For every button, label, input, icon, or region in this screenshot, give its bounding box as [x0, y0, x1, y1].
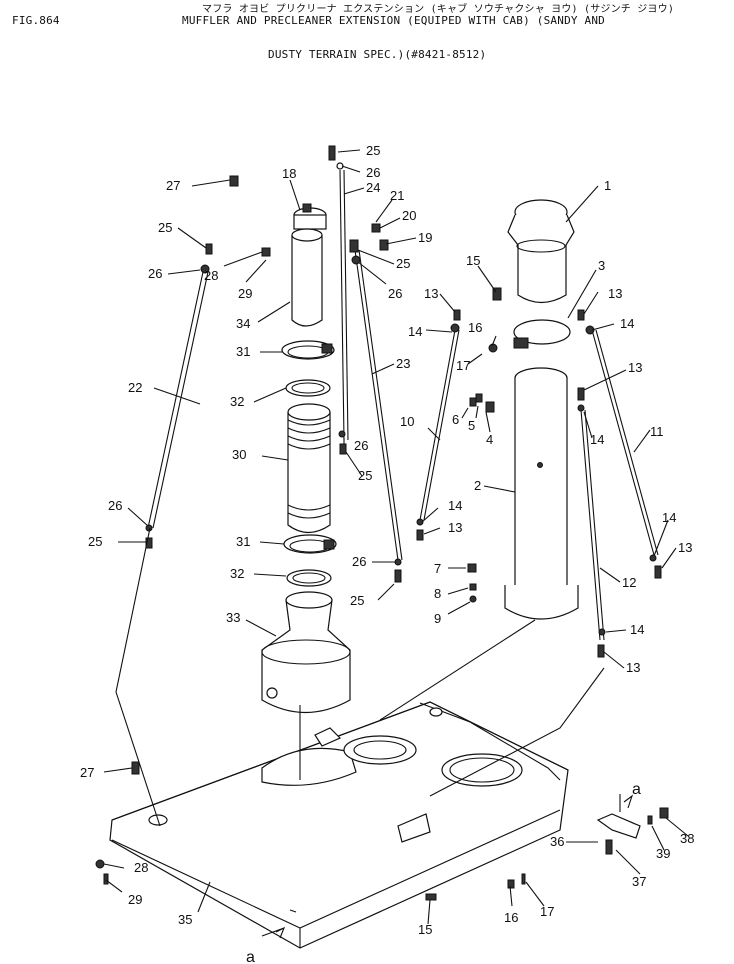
callout-label: 25 — [366, 143, 380, 158]
callout-label: 34 — [236, 316, 250, 331]
callout-label: 27 — [80, 765, 94, 780]
callout-label: 13 — [628, 360, 642, 375]
title-line-2: DUSTY TERRAIN SPEC.)(#8421-8512) — [268, 48, 487, 61]
callout-label: 8 — [434, 586, 441, 601]
callout-label: 26 — [108, 498, 122, 513]
callout-label: 11 — [650, 424, 664, 439]
callout-label: 2 — [474, 478, 481, 493]
callout-label: 6 — [452, 412, 459, 427]
callout-label: 23 — [396, 356, 410, 371]
callout-label: 14 — [448, 498, 462, 513]
callout-label: 28 — [204, 268, 218, 283]
callout-label: 24 — [366, 180, 380, 195]
callout-label: 36 — [550, 834, 564, 849]
callout-label: 4 — [486, 432, 493, 447]
callout-label: 14 — [630, 622, 644, 637]
callout-label: 39 — [656, 846, 670, 861]
callout-label: 14 — [620, 316, 634, 331]
callout-label: 19 — [418, 230, 432, 245]
callout-label: 27 — [166, 178, 180, 193]
callout-label: 13 — [626, 660, 640, 675]
callout-label: 18 — [282, 166, 296, 181]
callout-label: 12 — [622, 575, 636, 590]
callout-label: 14 — [590, 432, 604, 447]
callout-label: 9 — [434, 611, 441, 626]
rods-drawing — [147, 169, 659, 641]
callout-label: 21 — [390, 188, 404, 203]
callout-label: 31 — [236, 534, 250, 549]
callout-labels: 1 2 3 4 5 6 7 8 9 10 11 12 13 13 13 13 1… — [80, 143, 694, 937]
callout-label: 10 — [400, 414, 414, 429]
callout-label: 15 — [418, 922, 432, 937]
callout-label: 13 — [678, 540, 692, 555]
leader-lines — [103, 149, 689, 937]
reference-marks: a a — [246, 781, 641, 964]
callout-label: 22 — [128, 380, 142, 395]
callout-label: 29 — [238, 286, 252, 301]
left-tube-assembly-drawing — [261, 203, 351, 780]
callout-label: 25 — [396, 256, 410, 271]
callout-label: 35 — [178, 912, 192, 927]
reference-mark-a: a — [632, 781, 641, 798]
title-line-1: MUFFLER AND PRECLEANER EXTENSION (EQUIPE… — [182, 14, 605, 27]
callout-label: 15 — [466, 253, 480, 268]
callout-label: 25 — [88, 534, 102, 549]
callout-label: 13 — [448, 520, 462, 535]
callout-label: 28 — [134, 860, 148, 875]
callout-label: 13 — [424, 286, 438, 301]
callout-label: 17 — [456, 358, 470, 373]
fasteners-drawing — [95, 145, 669, 901]
callout-label: 31 — [236, 344, 250, 359]
callout-label: 32 — [230, 566, 244, 581]
callout-label: 16 — [504, 910, 518, 925]
callout-label: 26 — [366, 165, 380, 180]
callout-label: 33 — [226, 610, 240, 625]
callout-label: 3 — [598, 258, 605, 273]
callout-label: 14 — [662, 510, 676, 525]
callout-label: 7 — [434, 561, 441, 576]
callout-label: 20 — [402, 208, 416, 223]
callout-label: 38 — [680, 831, 694, 846]
callout-label: 1 — [604, 178, 611, 193]
callout-label: 17 — [540, 904, 554, 919]
callout-label: 25 — [350, 593, 364, 608]
callout-label: 37 — [632, 874, 646, 889]
figure-label: FIG.864 — [12, 14, 60, 27]
right-pipe-assembly-drawing — [379, 199, 579, 721]
reference-mark-a: a — [246, 949, 255, 964]
katakana-title: マフラ オヨビ プリクリーナ エクステンション (キャブ ソウチャクシャ ヨウ)… — [202, 4, 675, 15]
callout-label: 26 — [354, 438, 368, 453]
callout-label: 32 — [230, 394, 244, 409]
callout-label: 25 — [358, 468, 372, 483]
callout-label: 26 — [388, 286, 402, 301]
callout-label: 26 — [148, 266, 162, 281]
callout-label: 13 — [608, 286, 622, 301]
callout-label: 5 — [468, 418, 475, 433]
callout-label: 29 — [128, 892, 142, 907]
callout-label: 30 — [232, 447, 246, 462]
callout-label: 16 — [468, 320, 482, 335]
callout-label: 26 — [352, 554, 366, 569]
callout-label: 14 — [408, 324, 422, 339]
callout-label: 25 — [158, 220, 172, 235]
